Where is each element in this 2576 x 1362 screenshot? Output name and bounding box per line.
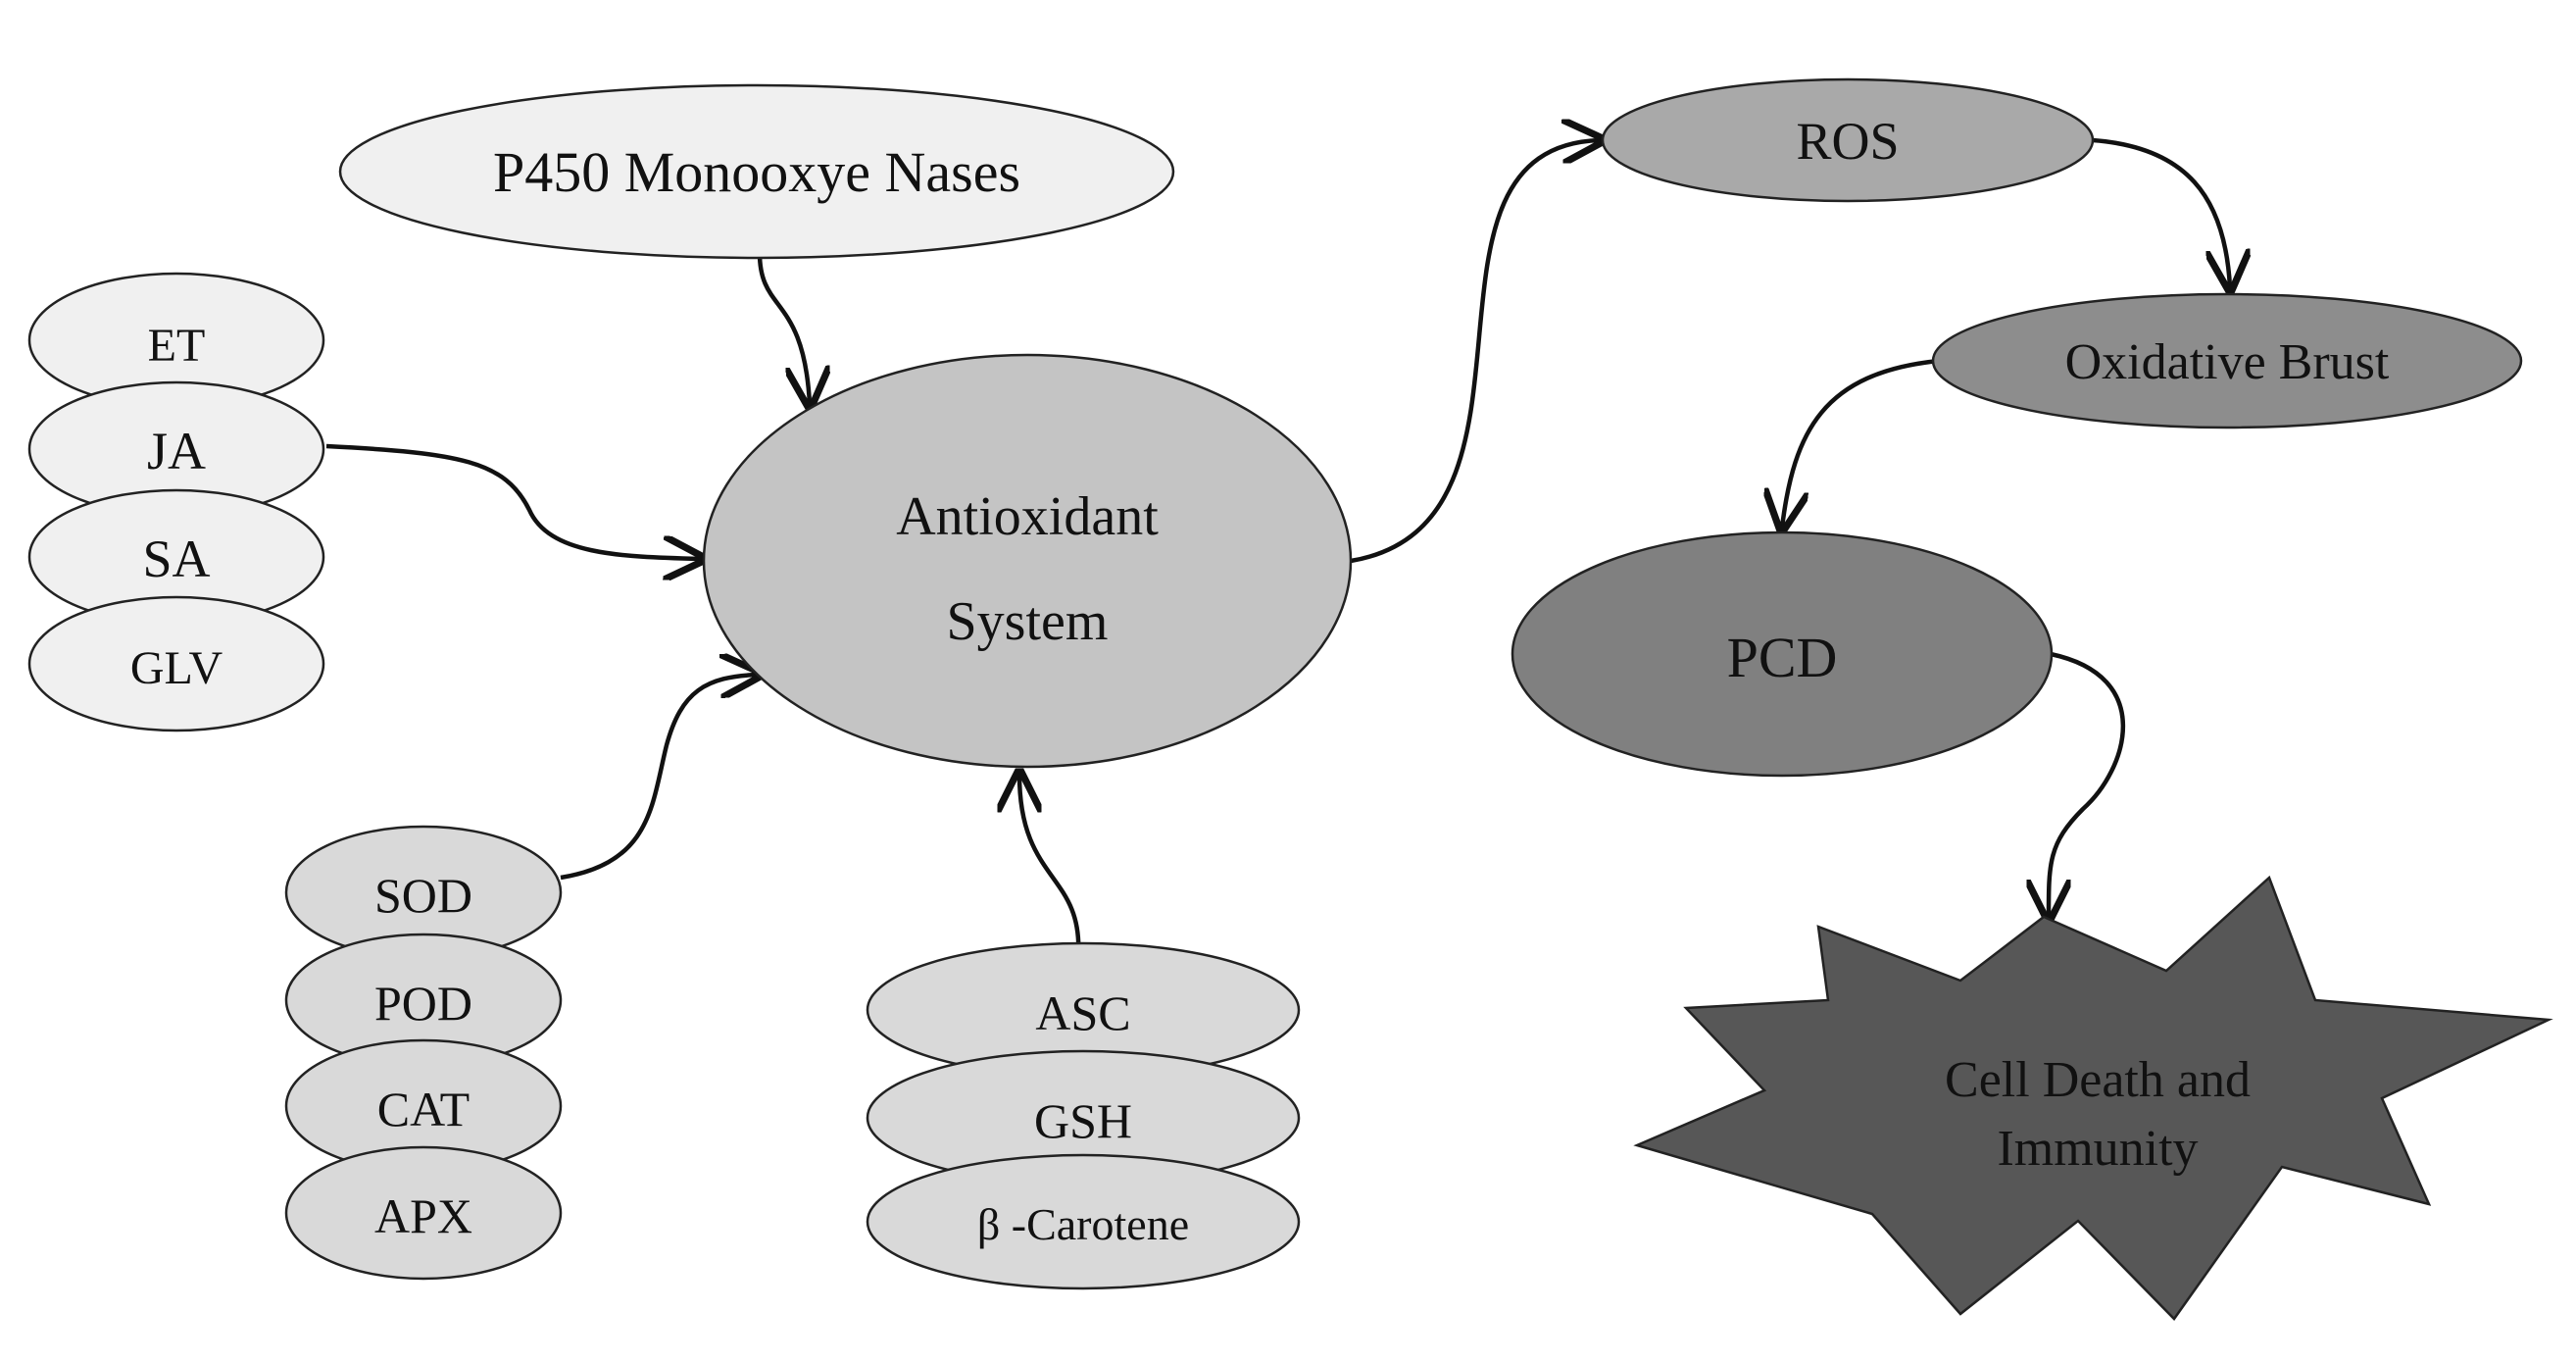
arrow-p450-to-antioxidant xyxy=(757,252,810,404)
nonenzymatic-asc-label: ASC xyxy=(1035,985,1130,1040)
cell-death-starburst xyxy=(1633,875,2553,1321)
antioxidant-system-node: Antioxidant System xyxy=(702,353,1353,769)
oxidative-brust-node: Oxidative Brust xyxy=(1931,292,2523,429)
cell-death-node: Cell Death and Immunity xyxy=(1633,875,2553,1321)
enzyme-apx-label: APX xyxy=(374,1188,472,1243)
non-enzymatic-stack: ASC GSH β -Carotene xyxy=(866,941,1301,1290)
hormone-et-label: ET xyxy=(148,320,206,372)
antioxidant-system-label-line2: System xyxy=(947,591,1109,652)
arrow-ros-to-oxidative xyxy=(2092,137,2230,287)
hormone-ja-label: JA xyxy=(147,422,206,480)
hormone-glv-ellipse xyxy=(27,595,325,732)
p450-label: P450 Monooxye Nases xyxy=(493,140,1020,204)
enzyme-apx-ellipse xyxy=(284,1145,563,1281)
enzyme-pod-label: POD xyxy=(374,976,472,1031)
antioxidant-system-label-line1: Antioxidant xyxy=(896,486,1159,547)
ros-label: ROS xyxy=(1796,112,1899,171)
arrow-antioxidant-to-ros xyxy=(1350,140,1600,564)
pcd-label: PCD xyxy=(1727,626,1838,689)
p450-node: P450 Monooxye Nases xyxy=(338,83,1175,260)
cell-death-label-line2: Immunity xyxy=(1997,1121,2198,1177)
oxidative-brust-label: Oxidative Brust xyxy=(2065,334,2390,390)
arrow-pcd-to-cell-death xyxy=(2049,651,2125,917)
enzyme-cat-label: CAT xyxy=(377,1082,470,1136)
pcd-node: PCD xyxy=(1511,530,2054,778)
pcd-ellipse xyxy=(1511,530,2054,778)
hormone-glv-label: GLV xyxy=(130,642,223,694)
enzyme-stack: SOD POD CAT APX xyxy=(284,825,563,1281)
arrow-hormones-to-antioxidant xyxy=(325,443,701,559)
enzyme-sod-label: SOD xyxy=(374,868,472,923)
p450-ellipse xyxy=(338,83,1175,260)
ros-node: ROS xyxy=(1601,77,2095,203)
nonenzymatic-gsh-label: GSH xyxy=(1034,1093,1132,1148)
hormone-sa-label: SA xyxy=(142,530,210,588)
nonenzymatic-carotene-label: β -Carotene xyxy=(977,1199,1189,1249)
nonenzymatic-carotene-ellipse xyxy=(866,1153,1301,1290)
oxidative-brust-ellipse xyxy=(1931,292,2523,429)
cell-death-label-line1: Cell Death and xyxy=(1945,1052,2251,1108)
hormone-stack: ET JA SA GLV xyxy=(27,272,325,732)
ros-ellipse xyxy=(1601,77,2095,203)
antioxidant-system-ellipse xyxy=(702,353,1353,769)
arrow-oxidative-to-pcd xyxy=(1782,358,1940,528)
arrow-nonenzymatic-to-antioxidant xyxy=(1019,775,1081,957)
arrow-enzymes-to-antioxidant xyxy=(560,675,758,881)
